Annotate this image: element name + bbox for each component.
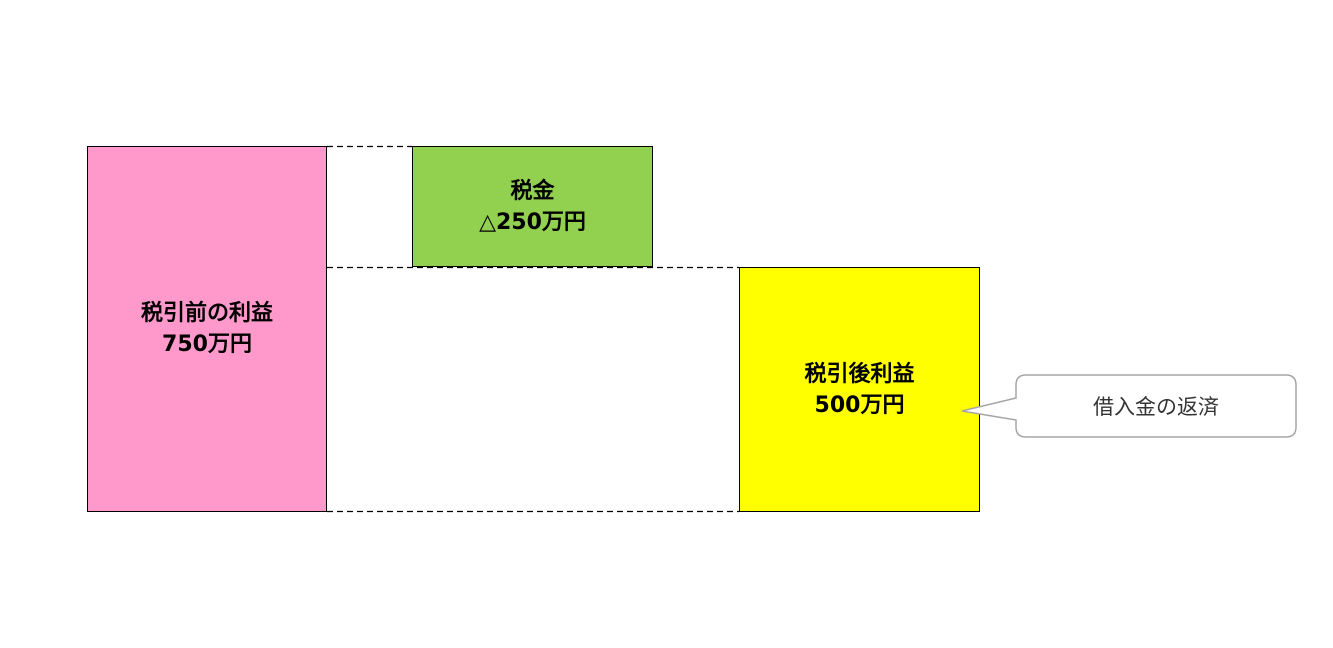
pretax-profit-value: 750万円 (162, 332, 252, 357)
pretax-profit-label: 税引前の利益 (140, 301, 273, 326)
tax-box: 税金 △250万円 (412, 146, 653, 267)
tax-label: 税金 (510, 178, 555, 204)
pretax-profit-box: 税引前の利益 750万円 (87, 146, 327, 512)
tax-value: △250万円 (479, 209, 586, 235)
after-tax-profit-label: 税引後利益 (804, 361, 915, 387)
after-tax-profit-value: 500万円 (814, 392, 905, 418)
callout-text: 借入金の返済 (1093, 395, 1219, 419)
after-tax-profit-box: 税引後利益 500万円 (739, 267, 980, 512)
